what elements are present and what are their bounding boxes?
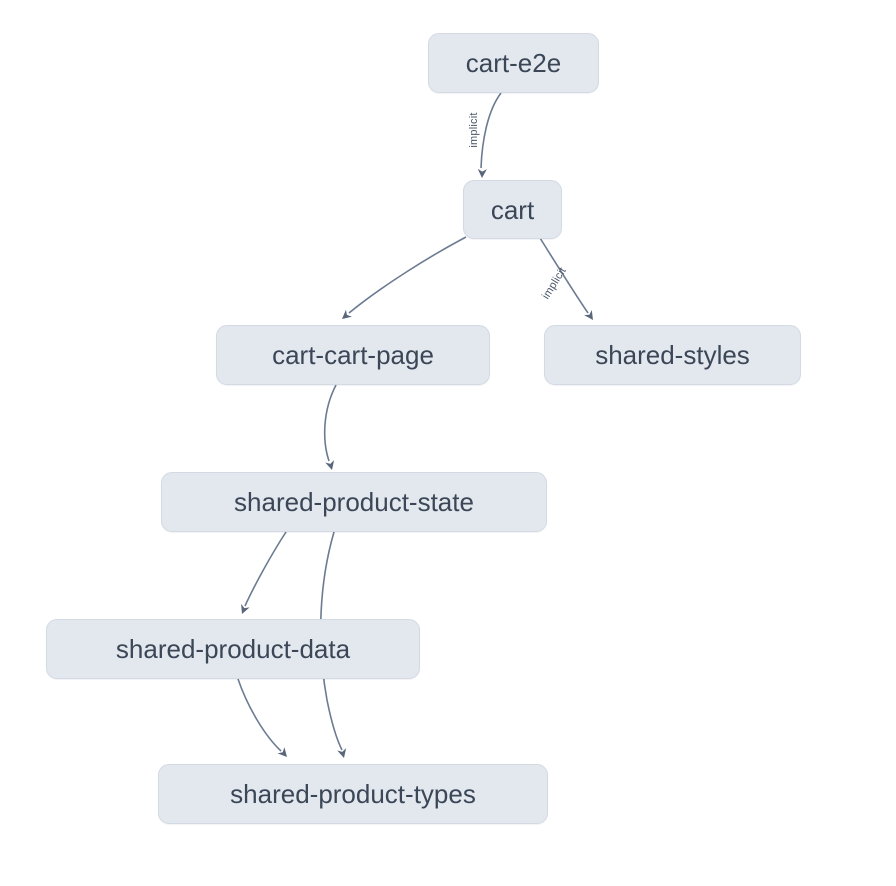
graph-node-label: shared-product-types: [230, 779, 476, 809]
graph-node-label: cart-cart-page: [272, 340, 434, 370]
graph-edge-cart--shared-styles: implicit: [539, 237, 593, 320]
graph-edge-shared-product-state--shared-product-data: [241, 531, 287, 614]
edge-line: [244, 531, 287, 607]
edge-arrowhead: [342, 309, 352, 319]
graph-node-label: shared-product-state: [234, 487, 474, 517]
edge-label: implicit: [540, 265, 569, 301]
graph-node-label: cart: [490, 194, 535, 225]
graph-edge-cart-cart-page--shared-product-state: [323, 384, 337, 470]
graph-node-shared-styles[interactable]: shared-styles: [544, 325, 801, 385]
graph-node-cart-cart-page[interactable]: cart-cart-page: [216, 325, 490, 385]
graph-node-cart-e2e[interactable]: cart-e2e: [428, 33, 599, 93]
graph-edge-cart-e2e--cart: implicit: [468, 92, 502, 178]
edge-line: [323, 384, 337, 462]
graph-node-label: shared-product-data: [115, 634, 351, 664]
graph-node-shared-product-data[interactable]: shared-product-data: [46, 619, 420, 679]
graph-node-cart[interactable]: cart: [463, 180, 562, 239]
graph-node-shared-product-types[interactable]: shared-product-types: [158, 764, 548, 824]
edge-arrowhead: [584, 309, 593, 320]
graph-edge-shared-product-data--shared-product-types: [237, 678, 287, 757]
graph-edge-cart--cart-cart-page: [342, 236, 467, 319]
edge-line: [480, 92, 502, 169]
edge-arrowhead: [277, 747, 287, 757]
edge-label: implicit: [468, 112, 480, 147]
edge-arrowhead: [241, 603, 250, 614]
edge-arrowhead: [477, 168, 487, 178]
edge-line: [539, 237, 589, 314]
edge-arrowhead: [337, 748, 347, 758]
edge-line: [237, 678, 282, 752]
graph-node-label: cart-e2e: [465, 48, 562, 78]
graph-node-label: shared-styles: [595, 340, 750, 370]
edge-arrowhead: [325, 460, 335, 470]
edge-line: [348, 236, 467, 314]
graph-node-shared-product-state[interactable]: shared-product-state: [161, 472, 547, 532]
